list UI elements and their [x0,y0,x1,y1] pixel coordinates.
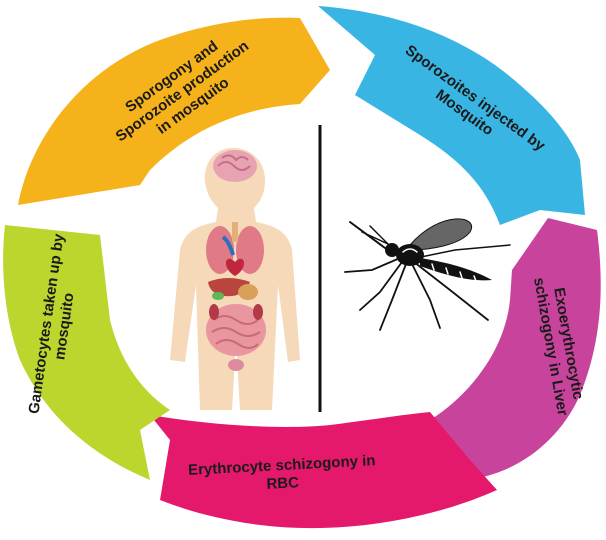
mosquito-icon [345,219,510,330]
human-anatomy-icon [170,148,300,410]
arrow-sporozoites [318,6,585,225]
arrow-gametocytes [3,225,170,480]
label-erythrocyte-line-2: RBC [266,474,300,493]
